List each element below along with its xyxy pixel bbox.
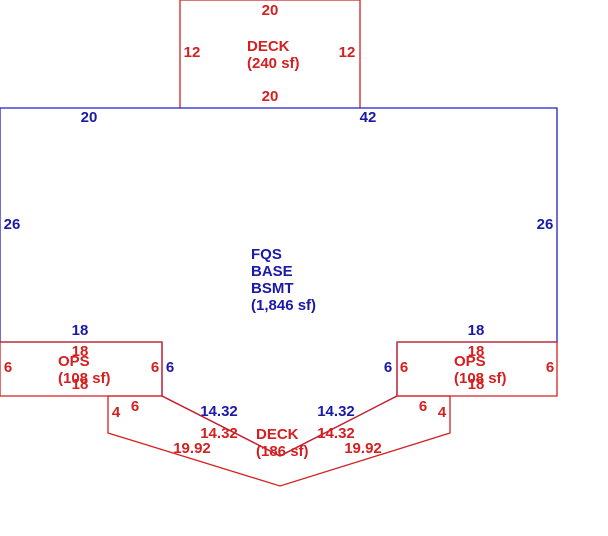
base-label-line-1: FQS <box>251 246 282 263</box>
ops-left-dim-bottom: 18 <box>72 376 89 393</box>
base-area: 20 42 26 26 FQS BASE BSMT (1,846 sf) 18 … <box>0 107 558 457</box>
deck-top-area-label: (240 sf) <box>247 55 300 72</box>
ops-right-dim-right: 6 <box>546 359 554 376</box>
deck-top-dim-top: 20 <box>262 2 279 19</box>
deck-bottom-dim-left-inner-diag: 14.32 <box>200 425 238 442</box>
base-label-line-2: BASE <box>251 263 293 280</box>
base-dim-right-notch-top: 18 <box>468 322 485 339</box>
base-area-label: (1,846 sf) <box>251 297 316 314</box>
deck-bottom-dim-left-short: 6 <box>131 398 139 415</box>
ops-left-dim-top: 18 <box>72 343 89 360</box>
base-dim-left-diag: 14.32 <box>200 403 238 420</box>
base-dim-left: 26 <box>4 216 21 233</box>
base-dim-left-notch-top: 18 <box>72 322 89 339</box>
deck-bottom-inner-edge <box>161 395 398 457</box>
ops-left-dim-left: 6 <box>4 359 12 376</box>
deck-bottom-dim-left-outer-diag: 19.92 <box>173 440 211 457</box>
ops-left-area-label: (108 sf) <box>58 370 111 387</box>
deck-bottom-outline <box>107 395 451 487</box>
ops-right-dim-left: 6 <box>400 359 408 376</box>
ops-left-area: 18 6 6 OPS 18 (108 sf) <box>0 341 163 397</box>
ops-right-area: 18 6 6 OPS 18 (108 sf) <box>396 341 558 397</box>
deck-top-outline <box>179 0 361 108</box>
base-dim-top-right: 42 <box>360 109 377 126</box>
deck-bottom-area-label: (186 sf) <box>256 443 309 460</box>
deck-bottom-dim-right-side: 4 <box>438 404 447 421</box>
ops-right-outline <box>396 341 558 397</box>
deck-top-dim-right: 12 <box>339 44 356 61</box>
deck-bottom-area: 4 6 6 4 14.32 14.32 DECK (186 sf) 19.92 … <box>107 395 451 487</box>
deck-top-area: 20 12 12 DECK (240 sf) 20 <box>179 0 361 108</box>
ops-right-dim-bottom: 18 <box>468 376 485 393</box>
base-label-line-3: BSMT <box>251 280 294 297</box>
deck-top-dim-left: 12 <box>184 44 201 61</box>
ops-left-label: OPS <box>58 353 90 370</box>
deck-bottom-dim-right-inner-diag: 14.32 <box>317 425 355 442</box>
ops-left-dim-right: 6 <box>151 359 159 376</box>
deck-bottom-dim-right-short: 6 <box>419 398 427 415</box>
deck-bottom-dim-right-outer-diag: 19.92 <box>344 440 382 457</box>
deck-bottom-dim-left-side: 4 <box>112 404 121 421</box>
deck-bottom-label: DECK <box>256 426 299 443</box>
base-dim-right-diag: 14.32 <box>317 403 355 420</box>
base-dim-right-notch-side: 6 <box>384 359 392 376</box>
base-dim-right: 26 <box>537 216 554 233</box>
deck-top-label: DECK <box>247 38 290 55</box>
base-dim-top-left: 20 <box>81 109 98 126</box>
ops-right-area-label: (108 sf) <box>454 370 507 387</box>
deck-top-dim-bottom: 20 <box>262 88 279 105</box>
ops-right-dim-top: 18 <box>468 343 485 360</box>
base-dim-left-notch-side: 6 <box>166 359 174 376</box>
ops-right-label: OPS <box>454 353 486 370</box>
